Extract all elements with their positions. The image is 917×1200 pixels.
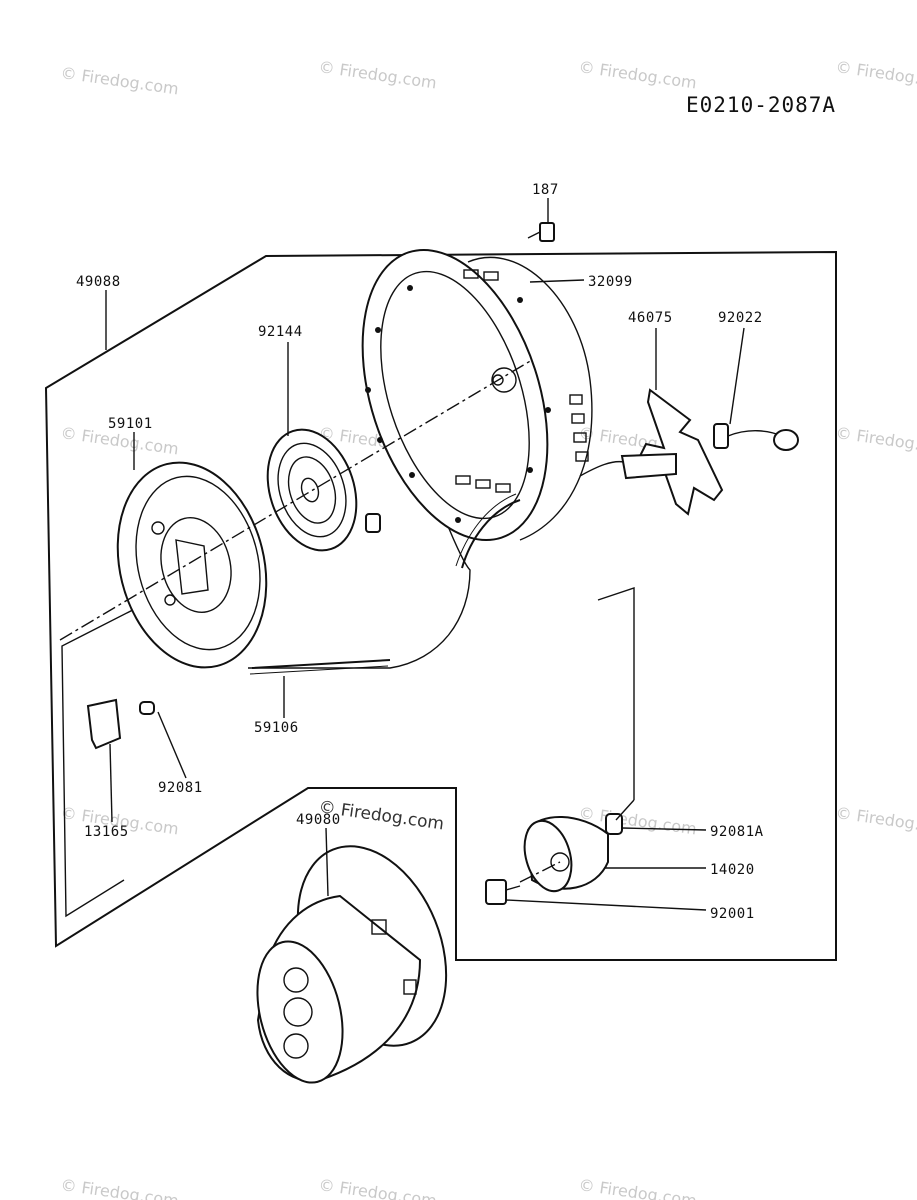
spring-92081A bbox=[605, 813, 623, 835]
diagram-code: E0210-2087A bbox=[686, 93, 836, 117]
assembly-boundary-49088 bbox=[44, 250, 837, 961]
watermark: © Firedog.com bbox=[834, 803, 917, 838]
pulley-49080 bbox=[256, 845, 448, 1084]
inner-bracket bbox=[61, 589, 173, 918]
cam-14020 bbox=[523, 816, 609, 893]
part-label-32099: 32099 bbox=[588, 274, 633, 290]
part-label-59101: 59101 bbox=[108, 416, 153, 432]
watermark: © Firedog.com bbox=[577, 1175, 697, 1200]
part-label-14020: 14020 bbox=[710, 862, 755, 878]
part-label-92001: 92001 bbox=[710, 906, 755, 922]
grip-92022 bbox=[713, 423, 799, 451]
part-label-13165: 13165 bbox=[84, 824, 129, 840]
spring-92081 bbox=[139, 701, 155, 715]
watermark: © Firedog.com bbox=[577, 57, 697, 92]
bolt-187 bbox=[527, 222, 555, 242]
part-label-49088: 49088 bbox=[76, 274, 121, 290]
reel-59101 bbox=[116, 461, 268, 669]
part-label-92022: 92022 bbox=[718, 310, 763, 326]
part-label-49080: 49080 bbox=[296, 812, 341, 828]
bolt-92001 bbox=[485, 879, 521, 905]
part-label-187: 187 bbox=[532, 182, 559, 198]
part-label-59106: 59106 bbox=[254, 720, 299, 736]
part-label-92144: 92144 bbox=[258, 324, 303, 340]
part-label-92081: 92081 bbox=[158, 780, 203, 796]
reel-case-32099 bbox=[248, 248, 593, 669]
watermark: © Firedog.com bbox=[317, 57, 437, 92]
part-label-46075: 46075 bbox=[628, 310, 673, 326]
pawl-13165 bbox=[86, 698, 122, 750]
part-label-92081A: 92081A bbox=[710, 824, 764, 840]
handle-46075 bbox=[579, 388, 724, 516]
part-labels: 187 49088 32099 92144 46075 92022 59101 … bbox=[76, 182, 764, 922]
rope-59106 bbox=[251, 499, 521, 669]
watermark: © Firedog.com bbox=[317, 1175, 437, 1200]
watermark: © Firedog.com bbox=[834, 57, 917, 92]
center-axis bbox=[59, 359, 533, 641]
watermark: © Firedog.com bbox=[834, 423, 917, 458]
leader-lines bbox=[105, 198, 745, 911]
watermark: © Firedog.com bbox=[59, 1175, 179, 1200]
watermark: © Firedog.com bbox=[59, 63, 179, 98]
